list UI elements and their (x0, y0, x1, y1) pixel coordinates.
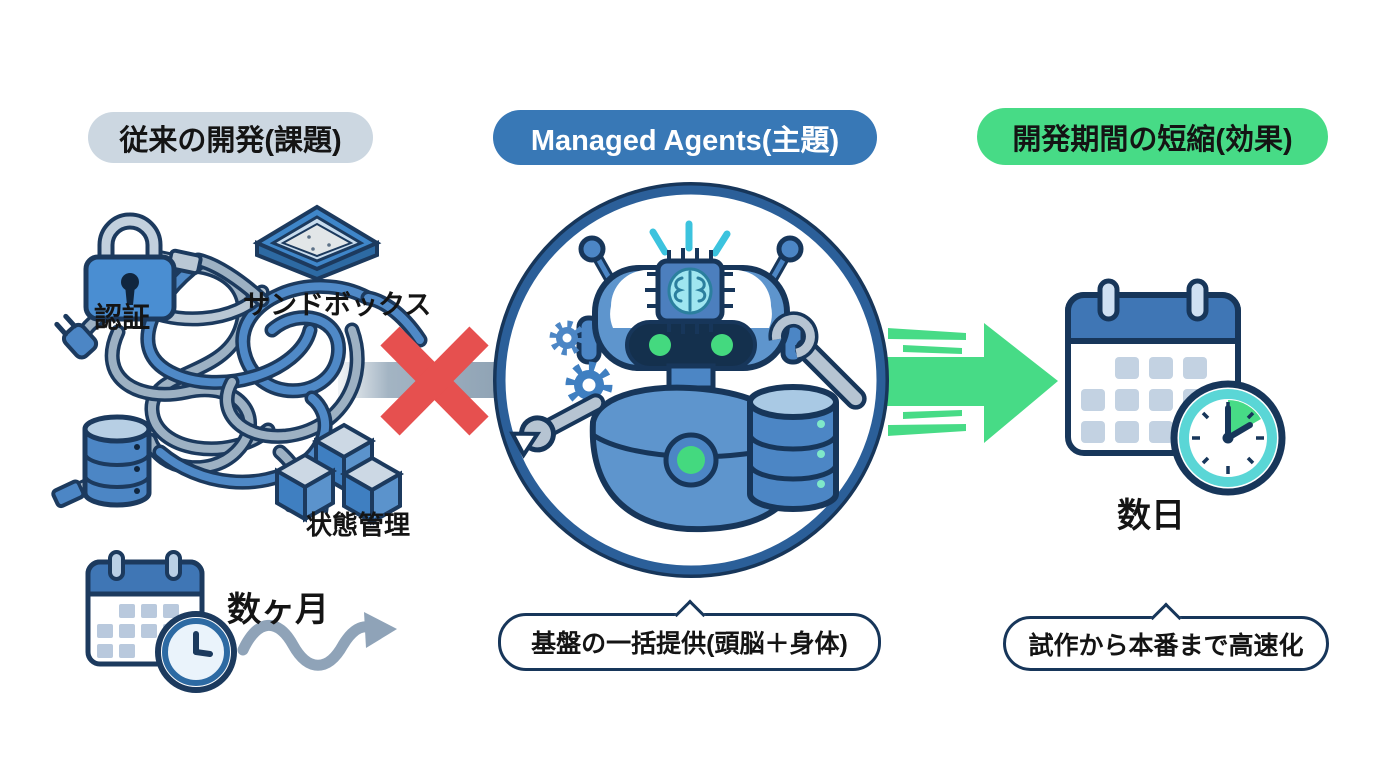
database-icon (747, 384, 839, 512)
brain-chip-icon (645, 248, 735, 334)
power-plug-icon (54, 313, 99, 360)
months-duration-label: 数ヶ月 (227, 591, 329, 629)
badge-traditional-dev: 従来の開発(課題) (88, 112, 373, 163)
calendar-days-icon (1065, 278, 1286, 496)
gear-icon (549, 320, 613, 409)
cubes-icon (272, 422, 405, 526)
badge-managed-agents: Managed Agents(主題) (493, 110, 877, 165)
sandbox-icon (252, 204, 382, 282)
calendar-clock-icon (85, 550, 237, 693)
callout-prototype-speed: 試作から本番まで高速化 (1003, 616, 1329, 671)
badge-shortened-period: 開発期間の短縮(効果) (977, 108, 1328, 165)
callout-platform-bundle: 基盤の一括提供(頭脳＋身体) (498, 613, 881, 671)
lock-icon (83, 212, 177, 322)
wrench-icon (509, 393, 606, 459)
database-icon (82, 414, 152, 508)
stopwatch-icon (1170, 380, 1286, 496)
days-duration-label: 数日 (1117, 497, 1185, 535)
sandbox-label: サンドボックス (243, 290, 432, 320)
robot-agent-icon (493, 182, 889, 578)
speed-arrow-icon (884, 323, 1058, 443)
wavy-arrow-icon (237, 612, 397, 671)
auth-label: 認証 (94, 302, 151, 333)
spark-icon (649, 220, 731, 257)
state-management-label: 状態管理 (306, 510, 411, 540)
cross-icon (380, 326, 489, 436)
wrench-icon (768, 311, 867, 410)
